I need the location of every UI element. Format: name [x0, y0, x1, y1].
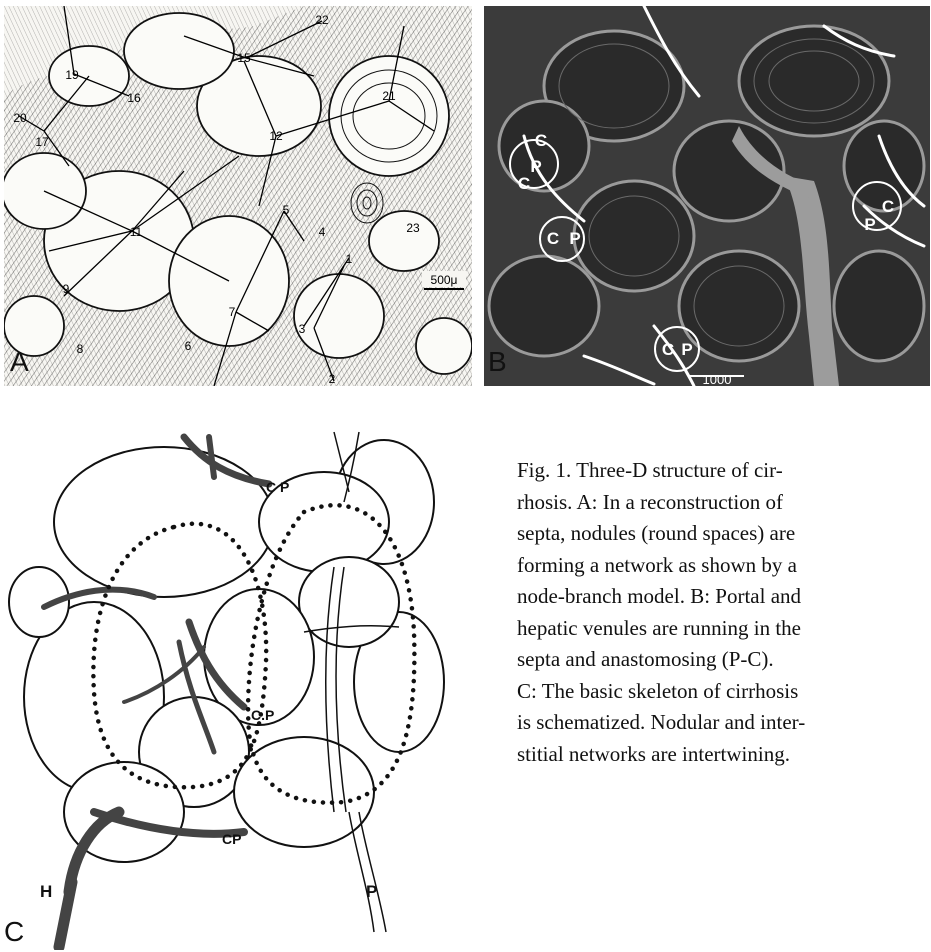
anastomosis-label-c4: C: [662, 340, 674, 359]
scale-bar-a-label: 500μ: [431, 273, 458, 287]
anastomosis-label-c5: C: [882, 197, 894, 216]
panel-a-drawing: 1 2 3 4 5 6 7 8 9 11 12 15 16 17 19 20 2…: [4, 6, 472, 386]
panel-c-schematic: C P C.P CP H P: [4, 392, 472, 950]
node-label-22: 22: [315, 13, 329, 27]
node-label-4: 4: [319, 225, 326, 239]
label-cp-top: C P: [266, 479, 289, 495]
panel-b-letter: B: [488, 348, 507, 376]
panel-a-scale-bar: 500μ: [422, 271, 466, 289]
node-label-17: 17: [35, 135, 49, 149]
panel-b-drawing: C P C C P C P P C 1000: [484, 6, 930, 386]
panel-c-letter: C: [4, 918, 24, 946]
node-label-3: 3: [299, 322, 306, 336]
scale-bar-b-label: 1000: [703, 372, 732, 386]
node-label-15: 15: [237, 51, 251, 65]
anastomosis-label-c1: C: [535, 131, 547, 150]
caption-line-7: septa and anastomosing (P-C).: [517, 644, 897, 676]
label-h: H: [40, 882, 52, 901]
label-cp-bottom: CP: [222, 831, 241, 847]
node-label-23: 23: [406, 221, 420, 235]
caption-line-6: hepatic venules are running in the: [517, 613, 897, 645]
node-label-2: 2: [329, 372, 336, 386]
anastomosis-label-c3: C: [547, 229, 559, 248]
node-label-5: 5: [283, 203, 290, 217]
caption-line-4: forming a network as shown by a: [517, 550, 897, 582]
node-label-8: 8: [77, 342, 84, 356]
panel-c-drawing: C P C.P CP H P: [4, 392, 472, 950]
node-label-12: 12: [269, 129, 283, 143]
node-label-1: 1: [346, 252, 353, 266]
node-label-9: 9: [63, 282, 70, 296]
anastomosis-label-p2: P: [569, 229, 580, 248]
label-p: P: [366, 882, 377, 901]
anastomosis-label-p3: P: [681, 340, 692, 359]
caption-line-5: node-branch model. B: Portal and: [517, 581, 897, 613]
node-label-21: 21: [382, 89, 396, 103]
panel-a-reconstruction: 1 2 3 4 5 6 7 8 9 11 12 15 16 17 19 20 2…: [4, 6, 472, 386]
caption-line-8: C: The basic skeleton of cirrhosis: [517, 676, 897, 708]
caption-line-3: septa, nodules (round spaces) are: [517, 518, 897, 550]
caption-line-2: rhosis. A: In a reconstruction of: [517, 487, 897, 519]
anastomosis-label-p4: P: [864, 215, 875, 234]
node-label-16: 16: [127, 91, 141, 105]
panel-b-vessel-image: C P C C P C P P C 1000: [484, 6, 930, 386]
node-label-11: 11: [130, 225, 143, 239]
node-label-6: 6: [185, 339, 192, 353]
figure-caption: Fig. 1. Three-D structure of cir- rhosis…: [517, 455, 897, 770]
panel-a-letter: A: [10, 348, 29, 376]
caption-line-9: is schematized. Nodular and inter-: [517, 707, 897, 739]
label-cp-middle: C.P: [251, 707, 274, 723]
caption-line-1: Fig. 1. Three-D structure of cir-: [517, 455, 897, 487]
node-label-20: 20: [13, 111, 27, 125]
anastomosis-label-p1: P: [530, 157, 541, 176]
node-label-7: 7: [229, 305, 236, 319]
anastomosis-label-c2: C: [518, 174, 530, 193]
caption-line-10: stitial networks are intertwining.: [517, 739, 897, 771]
node-label-19: 19: [65, 68, 79, 82]
